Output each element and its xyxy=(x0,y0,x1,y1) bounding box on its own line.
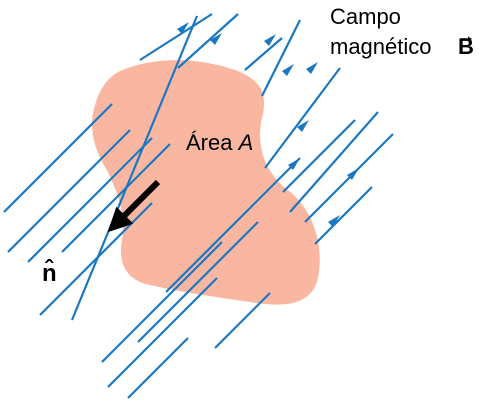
field-line xyxy=(214,292,271,349)
field-line xyxy=(244,37,283,71)
arrowhead-icon xyxy=(177,22,189,34)
field-symbol: B xyxy=(458,36,474,58)
field-line xyxy=(282,119,356,193)
field-line xyxy=(127,337,189,399)
arrowhead-icon xyxy=(264,34,276,46)
area-label: Área A xyxy=(186,132,253,154)
field-line xyxy=(137,221,259,343)
field-line xyxy=(27,137,153,263)
normal-label: n̂ xyxy=(42,260,57,287)
field-line xyxy=(264,67,341,169)
field-line xyxy=(261,19,301,97)
vector-arrow-icon xyxy=(459,30,473,42)
area-surface xyxy=(92,60,320,305)
field-arrowheads xyxy=(177,22,359,227)
field-line xyxy=(165,157,301,293)
arrowhead-icon xyxy=(288,158,300,170)
field-line xyxy=(101,241,223,363)
arrowhead-icon xyxy=(306,62,318,74)
field-label-line2: magnético xyxy=(330,34,432,59)
arrowhead-icon xyxy=(328,215,340,227)
arrowhead-icon xyxy=(282,64,294,76)
area-prefix: Área xyxy=(186,130,233,155)
field-line xyxy=(304,133,394,223)
field-line xyxy=(3,103,113,213)
field-line xyxy=(107,277,218,388)
field-line xyxy=(7,129,131,253)
field-line xyxy=(314,186,373,245)
field-label-line1: Campo xyxy=(330,4,401,29)
field-line xyxy=(177,13,239,69)
arrowhead-icon xyxy=(210,33,222,45)
area-symbol: A xyxy=(238,130,254,155)
arrowhead-icon xyxy=(297,120,309,132)
field-line xyxy=(139,13,213,61)
field-line xyxy=(70,15,199,321)
field-line xyxy=(61,143,171,253)
field-line xyxy=(289,111,379,213)
normal-vector-arrow xyxy=(107,179,161,233)
field-symbol-text: B xyxy=(458,34,474,59)
field-lines xyxy=(3,13,394,399)
arrowhead-icon xyxy=(347,168,359,180)
